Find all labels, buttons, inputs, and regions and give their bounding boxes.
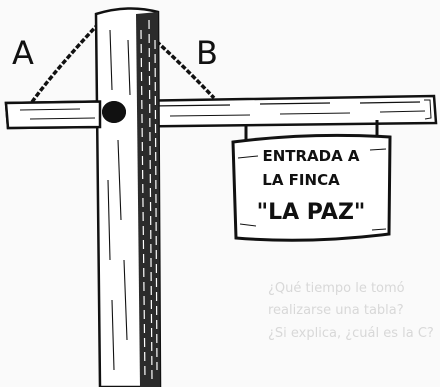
- bleed-through-line-2: realizarse una tabla?: [268, 303, 404, 318]
- entrance-sign: ENTRADA A LA FINCA "LA PAZ": [231, 133, 392, 242]
- sign-line-2: LA FINCA: [262, 171, 340, 189]
- vertical-post: [94, 7, 162, 387]
- label-b: B: [196, 34, 218, 72]
- label-a: A: [12, 34, 34, 72]
- sign-line-1: ENTRADA A: [262, 147, 359, 165]
- support-cable-a: [30, 18, 104, 104]
- bleed-through-line-3: ¿Si explica, ¿cuál es la C?: [268, 326, 434, 341]
- bleed-through-line-1: ¿Qué tiempo le tomó: [268, 281, 405, 296]
- sign-line-3: "LA PAZ": [257, 200, 366, 225]
